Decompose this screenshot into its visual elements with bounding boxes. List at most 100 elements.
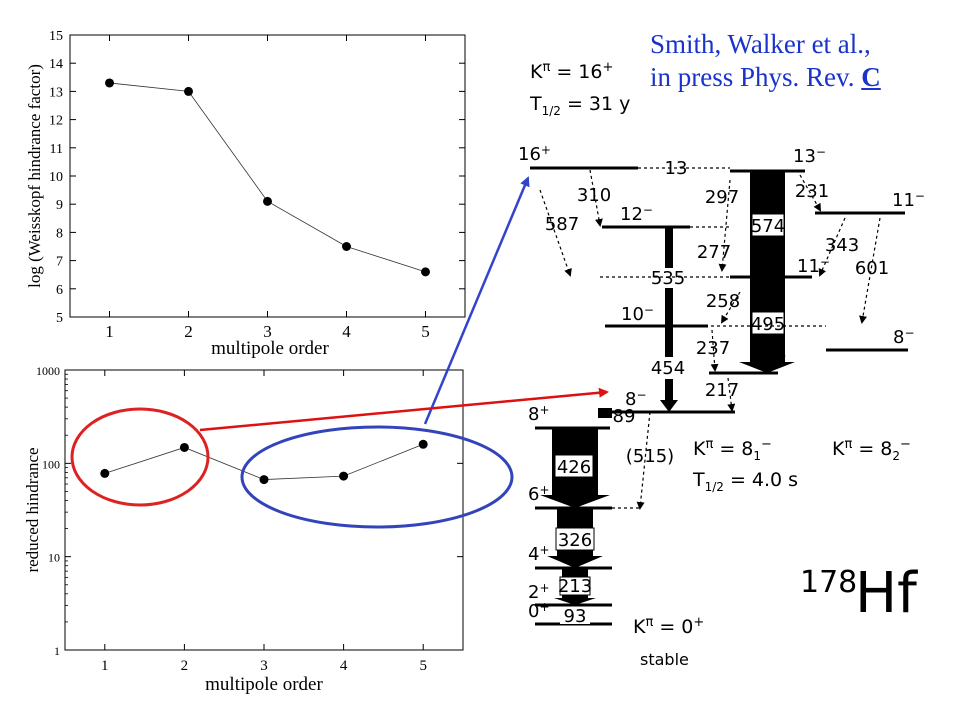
chart2-x-axis: 1 2 3 4 5 bbox=[101, 370, 427, 674]
band-k16-halflife: T1/2 = 31 y bbox=[529, 93, 630, 118]
x-tick-label: 5 bbox=[419, 658, 427, 674]
svg-text:213: 213 bbox=[558, 576, 592, 597]
y-tick-label: 1 bbox=[54, 644, 60, 658]
y-tick-label: 9 bbox=[56, 198, 63, 213]
svg-text:11−: 11− bbox=[892, 189, 925, 211]
citation-authors: Smith, Walker et al., bbox=[650, 29, 871, 59]
x-tick-label: 3 bbox=[260, 658, 268, 674]
svg-text:6+: 6+ bbox=[528, 483, 550, 505]
chart2-x-label: multipole order bbox=[205, 674, 323, 695]
red-pointer-arrow bbox=[199, 387, 609, 432]
transition-energies: 574 495 426 326 213 93 535 454 13 310 58… bbox=[545, 158, 889, 627]
y-tick-label: 1000 bbox=[36, 364, 60, 378]
y-tick-label: 15 bbox=[49, 29, 63, 44]
chart1-y-label: log (Weisskopf hindrance factor) bbox=[25, 64, 44, 288]
svg-text:16+: 16+ bbox=[518, 143, 551, 165]
svg-text:426: 426 bbox=[557, 457, 591, 478]
svg-text:0+: 0+ bbox=[528, 600, 550, 622]
band-k81-halflife: T1/2 = 4.0 s bbox=[692, 469, 798, 494]
data-point bbox=[184, 86, 193, 96]
x-tick-label: 1 bbox=[105, 322, 114, 341]
transition-535-454 bbox=[660, 227, 678, 412]
svg-text:178: 178 bbox=[800, 565, 857, 600]
x-tick-label: 2 bbox=[181, 658, 189, 674]
transition-89-marker bbox=[598, 408, 612, 418]
transition-574-495 bbox=[739, 171, 795, 373]
data-point bbox=[342, 242, 351, 251]
svg-text:231: 231 bbox=[795, 181, 829, 202]
svg-text:11−: 11− bbox=[797, 255, 830, 277]
svg-text:310: 310 bbox=[577, 185, 611, 206]
energy-levels bbox=[530, 166, 908, 626]
data-point bbox=[418, 439, 428, 449]
weak-transitions bbox=[539, 167, 881, 510]
band-k82-label: Kπ = 82− bbox=[832, 437, 911, 463]
chart1-points bbox=[105, 78, 430, 277]
svg-text:574: 574 bbox=[751, 216, 785, 237]
blue-pointer-arrow bbox=[423, 176, 530, 425]
chart2-points bbox=[100, 439, 428, 485]
svg-text:8+: 8+ bbox=[528, 403, 550, 425]
data-point bbox=[100, 468, 110, 478]
x-tick-label: 1 bbox=[101, 658, 109, 674]
data-point bbox=[339, 471, 349, 481]
y-tick-label: 10 bbox=[49, 170, 63, 185]
svg-text:Hf: Hf bbox=[855, 561, 918, 626]
y-tick-label: 100 bbox=[42, 457, 60, 471]
svg-text:495: 495 bbox=[751, 314, 785, 335]
y-tick-label: 5 bbox=[56, 311, 63, 326]
chart2-y-axis: 1 10 100 1000 bbox=[36, 364, 463, 658]
data-point bbox=[105, 78, 114, 88]
y-tick-label: 6 bbox=[56, 283, 63, 298]
band-k0-label: Kπ = 0+ bbox=[633, 615, 704, 638]
red-ellipse-annotation bbox=[70, 407, 210, 507]
y-tick-label: 10 bbox=[48, 551, 60, 565]
y-tick-label: 14 bbox=[49, 57, 63, 72]
y-tick-label: 13 bbox=[49, 85, 63, 100]
svg-text:297: 297 bbox=[705, 187, 739, 208]
svg-text:13−: 13− bbox=[793, 145, 826, 167]
y-tick-label: 11 bbox=[50, 142, 63, 157]
band-k0-stable: stable bbox=[640, 650, 689, 669]
y-tick-label: 7 bbox=[56, 255, 63, 270]
x-tick-label: 2 bbox=[184, 322, 193, 341]
svg-text:326: 326 bbox=[558, 530, 592, 551]
svg-text:277: 277 bbox=[697, 242, 731, 263]
svg-text:343: 343 bbox=[825, 235, 859, 256]
svg-text:89: 89 bbox=[613, 406, 636, 427]
x-tick-label: 5 bbox=[421, 322, 430, 341]
svg-text:(515): (515) bbox=[626, 446, 674, 467]
x-tick-label: 4 bbox=[340, 658, 348, 674]
chart2-frame bbox=[64, 369, 464, 651]
svg-text:93: 93 bbox=[564, 606, 587, 627]
svg-text:4+: 4+ bbox=[528, 543, 550, 565]
data-point bbox=[263, 196, 272, 206]
chart1-x-label: multipole order bbox=[211, 338, 329, 359]
blue-ellipse-annotation bbox=[240, 425, 514, 529]
svg-text:258: 258 bbox=[706, 291, 740, 312]
citation-link[interactable]: C bbox=[861, 62, 881, 92]
y-tick-label: 12 bbox=[49, 114, 63, 129]
nucleus-label: 178 Hf bbox=[800, 561, 918, 626]
svg-text:8−: 8− bbox=[893, 326, 915, 348]
svg-text:535: 535 bbox=[651, 268, 685, 289]
data-point bbox=[179, 442, 189, 452]
band-k16-label: Kπ = 16+ bbox=[530, 60, 613, 83]
x-tick-label: 3 bbox=[263, 322, 272, 341]
svg-text:10−: 10− bbox=[621, 303, 654, 325]
svg-text:454: 454 bbox=[651, 358, 685, 379]
svg-text:12−: 12− bbox=[620, 203, 653, 225]
svg-text:217: 217 bbox=[705, 380, 739, 401]
data-point bbox=[421, 267, 430, 277]
chart1-frame bbox=[69, 34, 466, 318]
level-scheme-178hf: Kπ = 16+ T1/2 = 31 y Kπ = 81− T1/2 = 4.0… bbox=[518, 60, 925, 669]
svg-text:587: 587 bbox=[545, 214, 579, 235]
citation: Smith, Walker et al., in press Phys. Rev… bbox=[650, 28, 881, 94]
data-point bbox=[259, 475, 269, 485]
citation-journal: in press Phys. Rev. C bbox=[650, 62, 881, 92]
